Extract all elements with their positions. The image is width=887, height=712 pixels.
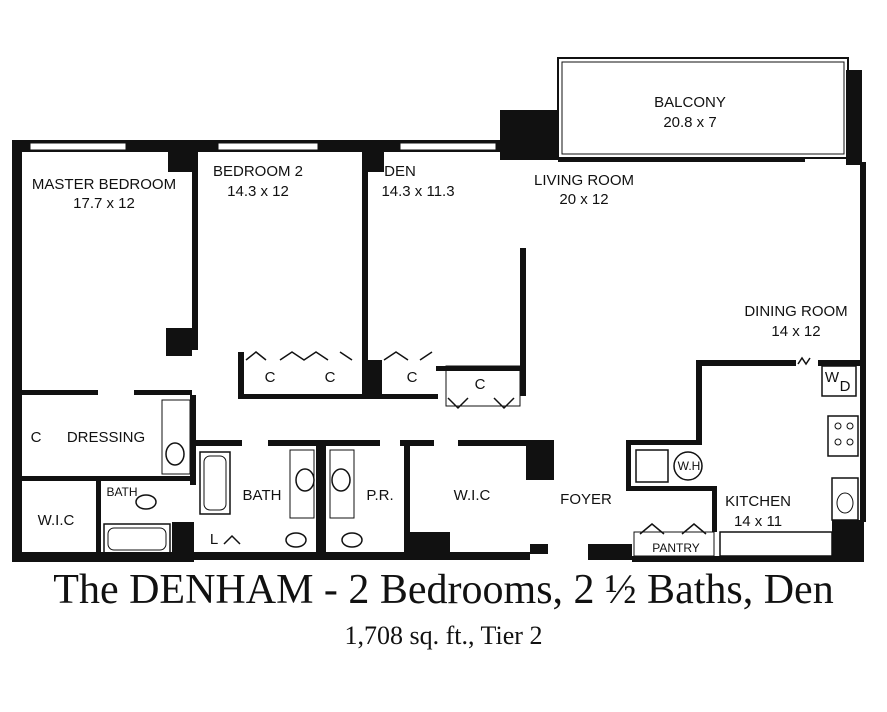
washer-label: W: [825, 369, 840, 386]
closet-label-bedroom2-b: C: [325, 369, 336, 386]
kitchen-size: 14 x 11: [734, 513, 782, 530]
wic-hall-name: W.I.C: [454, 487, 491, 504]
closet-doors: [223, 351, 811, 545]
plan-subtitle: 1,708 sq. ft., Tier 2: [344, 621, 543, 650]
fixtures: [103, 365, 859, 557]
windows: [29, 142, 497, 151]
closet-label-master: C: [31, 429, 42, 446]
bedroom2-name: BEDROOM 2: [213, 163, 303, 180]
closet-label-den: C: [407, 369, 418, 386]
bath-master-name: BATH: [106, 485, 137, 499]
master-bedroom-name: MASTER BEDROOM: [32, 176, 176, 193]
foyer-name: FOYER: [560, 491, 612, 508]
dryer-label: D: [840, 378, 851, 395]
linen-label: L: [210, 531, 218, 548]
dressing-name: DRESSING: [67, 429, 145, 446]
dining-room-name: DINING ROOM: [744, 303, 847, 320]
plan-title: The DENHAM - 2 Bedrooms, 2 ½ Baths, Den: [53, 567, 834, 613]
wic-master-name: W.I.C: [38, 512, 75, 529]
pantry-name: PANTRY: [652, 541, 700, 555]
balcony-outline: [557, 57, 849, 162]
balcony-size: 20.8 x 7: [663, 114, 716, 131]
dining-room-size: 14 x 12: [771, 323, 820, 340]
living-room-name: LIVING ROOM: [534, 172, 634, 189]
kitchen-name: KITCHEN: [725, 493, 791, 510]
powder-room-name: P.R.: [366, 487, 393, 504]
master-bedroom-size: 17.7 x 12: [73, 195, 135, 212]
interior-walls: [22, 150, 862, 558]
den-size: 14.3 x 11.3: [381, 183, 454, 200]
bath-hall-name: BATH: [243, 487, 282, 504]
balcony-name: BALCONY: [654, 94, 726, 111]
closet-label-bedroom2-a: C: [265, 369, 276, 386]
den-name: DEN: [384, 163, 416, 180]
living-room-size: 20 x 12: [559, 191, 608, 208]
water-heater-label: W.H: [678, 459, 701, 473]
closet-label-hall: C: [475, 376, 486, 393]
bedroom2-size: 14.3 x 12: [227, 183, 289, 200]
